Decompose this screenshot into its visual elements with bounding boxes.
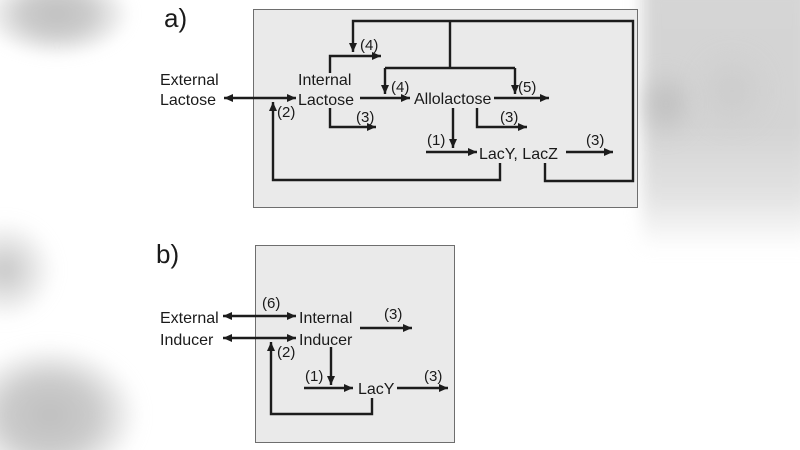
- node-internal-lactose-line1: Internal: [298, 72, 352, 89]
- rate-a-3-enzyme: (3): [586, 132, 605, 149]
- node-external-inducer-line2: Inducer: [160, 332, 214, 349]
- arrow-a-allolactose-degradation: [475, 108, 527, 131]
- node-internal-inducer-line2: Inducer: [299, 332, 353, 349]
- panel-b-label: b): [156, 239, 180, 269]
- node-lacy-lacz: LacY, LacZ: [479, 145, 558, 165]
- node-external-inducer-line1: External: [160, 310, 219, 327]
- rate-a-4-mid: (4): [391, 79, 410, 96]
- rate-b-2: (2): [277, 344, 296, 361]
- node-external-lactose: External Lactose: [160, 71, 219, 111]
- arrow-a-lactose-uptake-branch: [328, 52, 381, 73]
- rate-a-4-top: (4): [360, 37, 379, 54]
- node-external-inducer: External Inducer: [160, 308, 219, 352]
- node-lacy: LacY: [358, 380, 394, 400]
- arrow-a-lactose-degradation: [328, 108, 376, 131]
- panel-a-cell-box: [253, 9, 638, 208]
- node-internal-inducer: Internal Inducer: [299, 308, 352, 352]
- rate-a-1: (1): [427, 132, 446, 149]
- panel-a-label: a): [164, 3, 188, 33]
- rate-b-3-inducer: (3): [384, 306, 403, 323]
- node-allolactose-line1: Allolactose: [414, 91, 492, 108]
- node-lacy-line1: LacY: [358, 381, 395, 398]
- node-allolactose: Allolactose: [414, 90, 491, 110]
- node-internal-lactose: Internal Lactose: [298, 71, 354, 111]
- rate-b-3-lacy: (3): [424, 368, 443, 385]
- rate-a-2: (2): [277, 104, 296, 121]
- node-lacy-lacz-line1: LacY, LacZ: [479, 146, 558, 163]
- rate-a-5: (5): [518, 79, 537, 96]
- node-internal-lactose-line2: Lactose: [298, 92, 355, 109]
- rate-b-1: (1): [305, 368, 324, 385]
- rate-a-3-allolactose: (3): [500, 109, 519, 126]
- node-internal-inducer-line1: Internal: [299, 310, 353, 327]
- node-external-lactose-line2: Lactose: [160, 92, 217, 109]
- rate-b-6: (6): [262, 295, 281, 312]
- arrow-b-lacy-transport-feedback: [267, 342, 374, 416]
- arrow-a-lacz-regulation-feedback: [349, 19, 635, 183]
- rate-a-3-lactose: (3): [356, 109, 375, 126]
- arrow-a-lacy-transport-feedback: [269, 102, 502, 182]
- panel-b-cell-box: [255, 245, 455, 443]
- node-external-lactose-line1: External: [160, 72, 219, 89]
